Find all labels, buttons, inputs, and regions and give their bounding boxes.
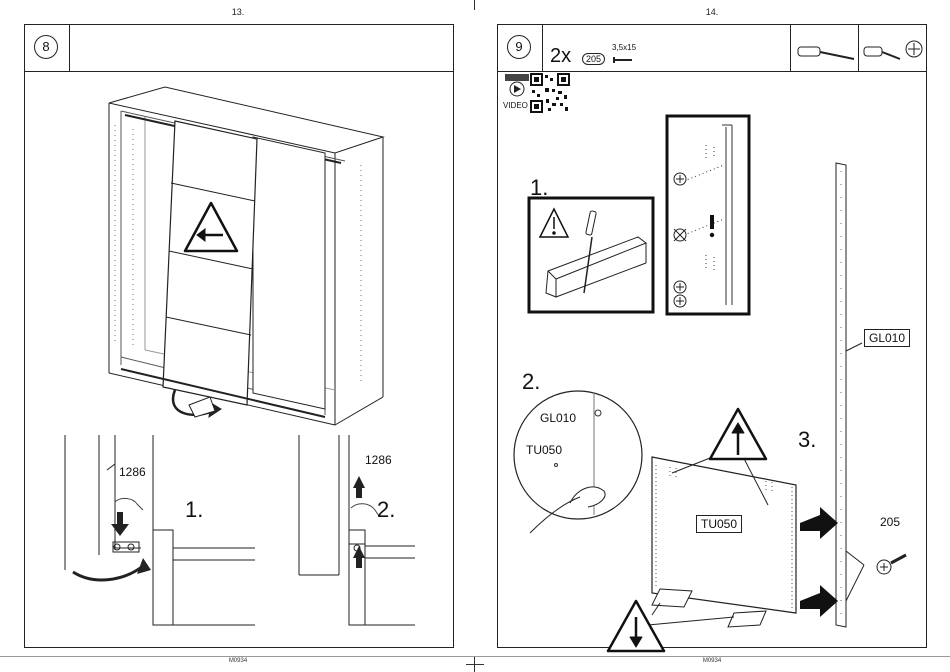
substep-3-illustration	[498, 155, 928, 625]
wardrobe-illustration	[25, 25, 455, 425]
video-label: VIDEO	[503, 101, 528, 110]
left-footer-code: M0934	[208, 658, 268, 664]
phillips-head-icon	[904, 39, 924, 59]
left-page-number: 13.	[208, 7, 268, 17]
page-separator	[0, 656, 950, 657]
part-number-badge: 205	[582, 53, 605, 65]
gl010-rail-label: GL010	[864, 329, 910, 347]
screw-icon	[612, 55, 634, 65]
step-9-header: 9 2x 205 3,5x15	[498, 25, 926, 72]
detail-2-step-label: 2.	[377, 497, 395, 523]
arrow-down-icon	[608, 601, 664, 651]
center-crop-mark	[474, 0, 475, 10]
screwdriver-flat-icon	[796, 39, 856, 69]
screwdriver-phillips-icon	[862, 39, 902, 69]
screw-size-label: 3,5x15	[612, 43, 636, 52]
screw-part-label: 205	[880, 515, 900, 529]
step-9-panel: 9 2x 205 3,5x15 VIDEO	[497, 24, 927, 648]
step-number-badge: 9	[507, 35, 531, 59]
detail-2-illustration	[295, 430, 495, 630]
detail-1-illustration	[55, 430, 255, 630]
arrow-up-icon	[710, 409, 766, 459]
detail-1-step-label: 1.	[185, 497, 203, 523]
step-8-panel: 8	[24, 24, 454, 648]
screw-icon	[877, 555, 906, 574]
tu050-panel-label: TU050	[696, 515, 742, 533]
right-page-number: 14.	[682, 7, 742, 17]
right-footer-code: M0934	[682, 658, 742, 664]
qr-code-icon[interactable]	[530, 73, 570, 113]
detail-1-dimension: 1286	[119, 465, 146, 479]
quantity-label: 2x	[550, 45, 571, 68]
detail-2-dimension: 1286	[365, 453, 392, 467]
video-play-icon[interactable]	[504, 73, 532, 99]
center-crop-mark-h	[466, 664, 484, 665]
